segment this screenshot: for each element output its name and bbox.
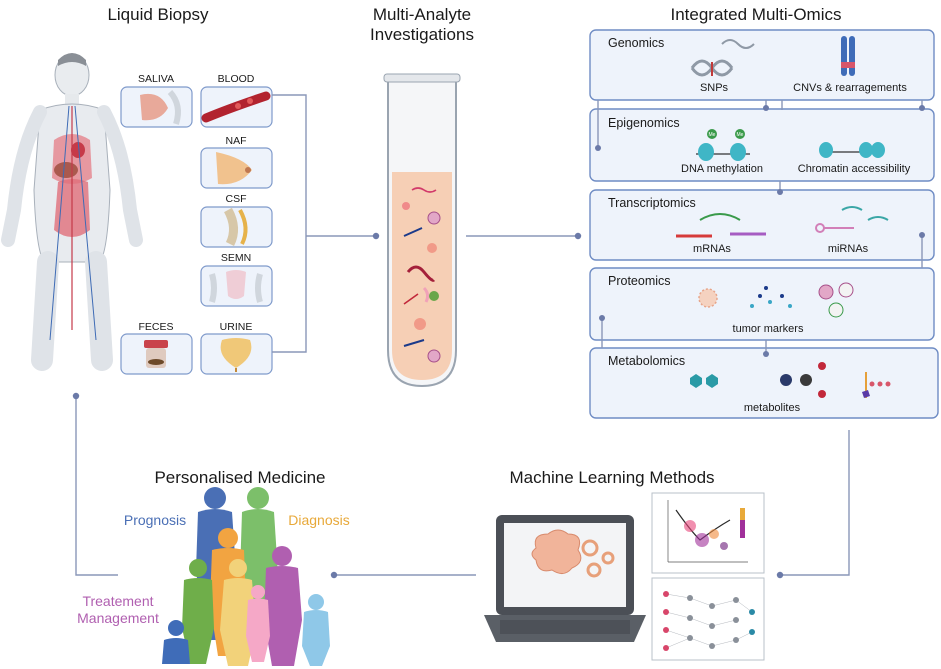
title-personalised-medicine: Personalised Medicine <box>154 468 325 487</box>
epigenomics-title: Epigenomics <box>608 116 680 130</box>
sample-card-semn: SEMN <box>200 252 273 307</box>
mirna-icon <box>815 206 889 233</box>
umap-plot-thumbnail <box>651 492 765 574</box>
label-csf: CSF <box>226 193 247 205</box>
label-diagnosis: Diagnosis <box>288 512 349 528</box>
sample-card-csf: CSF <box>200 193 273 248</box>
sample-card-urine: URINE <box>200 321 273 375</box>
omics-box-genomics: Genomics SNPs CNVs & rearragements <box>589 29 935 101</box>
label-semn: SEMN <box>221 252 251 264</box>
proteomics-title: Proteomics <box>608 274 671 288</box>
title-integrated-multi-omics: Integrated Multi-Omics <box>671 5 842 24</box>
laptop-illustration <box>484 515 646 642</box>
omics-box-proteomics: Proteomics tumor markers <box>589 267 935 341</box>
omics-internal-connectors <box>595 100 925 357</box>
sample-card-saliva: SALIVA <box>120 73 193 128</box>
connector-medicine-to-biopsy <box>75 396 118 576</box>
test-tube-illustration <box>383 73 461 388</box>
transcriptomics-title: Transcriptomics <box>608 196 696 210</box>
genomics-title: Genomics <box>608 36 664 50</box>
sample-card-blood: BLOOD <box>200 73 273 128</box>
transcriptomics-mirna-label: miRNAs <box>828 243 869 255</box>
title-investigations: Investigations <box>370 25 474 44</box>
protein-icon <box>698 282 854 318</box>
dna-helix-icon <box>690 39 755 77</box>
metabolomics-title: Metabolomics <box>608 354 685 368</box>
neural-network-thumbnail <box>651 577 765 661</box>
genomics-snps-label: SNPs <box>700 82 729 94</box>
sample-bracket <box>272 94 307 353</box>
metabolomics-metabolites-label: metabolites <box>744 402 801 414</box>
omics-box-metabolomics: Metabolomics metabolites <box>589 347 939 419</box>
title-multi-analyte: Multi-Analyte <box>373 5 471 24</box>
family-silhouettes <box>162 487 330 666</box>
brain-gear-icon <box>531 529 615 578</box>
title-liquid-biopsy: Liquid Biopsy <box>107 5 209 24</box>
mrna-icon <box>676 213 766 238</box>
proteomics-tumor-markers-label: tumor markers <box>733 323 804 335</box>
label-naf: NAF <box>226 135 247 147</box>
omics-box-epigenomics: Epigenomics Me Me DNA methylation Chroma… <box>589 108 935 182</box>
molecule-icon <box>690 362 891 398</box>
sample-card-feces: FECES <box>120 321 193 375</box>
human-body-illustration <box>1 53 143 371</box>
label-saliva: SALIVA <box>138 73 174 85</box>
epigenomics-dna-methylation-label: DNA methylation <box>681 163 763 175</box>
label-treatment: Treatement <box>82 593 153 609</box>
label-blood: BLOOD <box>218 73 255 85</box>
epigenomics-chromatin-label: Chromatin accessibility <box>798 163 911 175</box>
methyl-mark-2: Me <box>737 132 744 138</box>
label-feces: FECES <box>138 321 173 333</box>
connector-omics-to-ml <box>780 430 850 576</box>
genomics-cnvs-label: CNVs & rearragements <box>793 82 907 94</box>
omics-box-transcriptomics: Transcriptomics mRNAs miRNAs <box>589 189 935 261</box>
nucleosome-methylation-icon: Me Me <box>696 129 750 161</box>
sample-card-naf: NAF <box>200 135 273 189</box>
label-management: Management <box>77 610 159 626</box>
transcriptomics-mrna-label: mRNAs <box>693 243 731 255</box>
chromatin-icon <box>819 142 885 158</box>
chromosome-icon <box>841 36 855 76</box>
methyl-mark-1: Me <box>709 132 716 138</box>
label-urine: URINE <box>220 321 253 333</box>
label-prognosis: Prognosis <box>124 512 186 528</box>
title-machine-learning: Machine Learning Methods <box>509 468 714 487</box>
